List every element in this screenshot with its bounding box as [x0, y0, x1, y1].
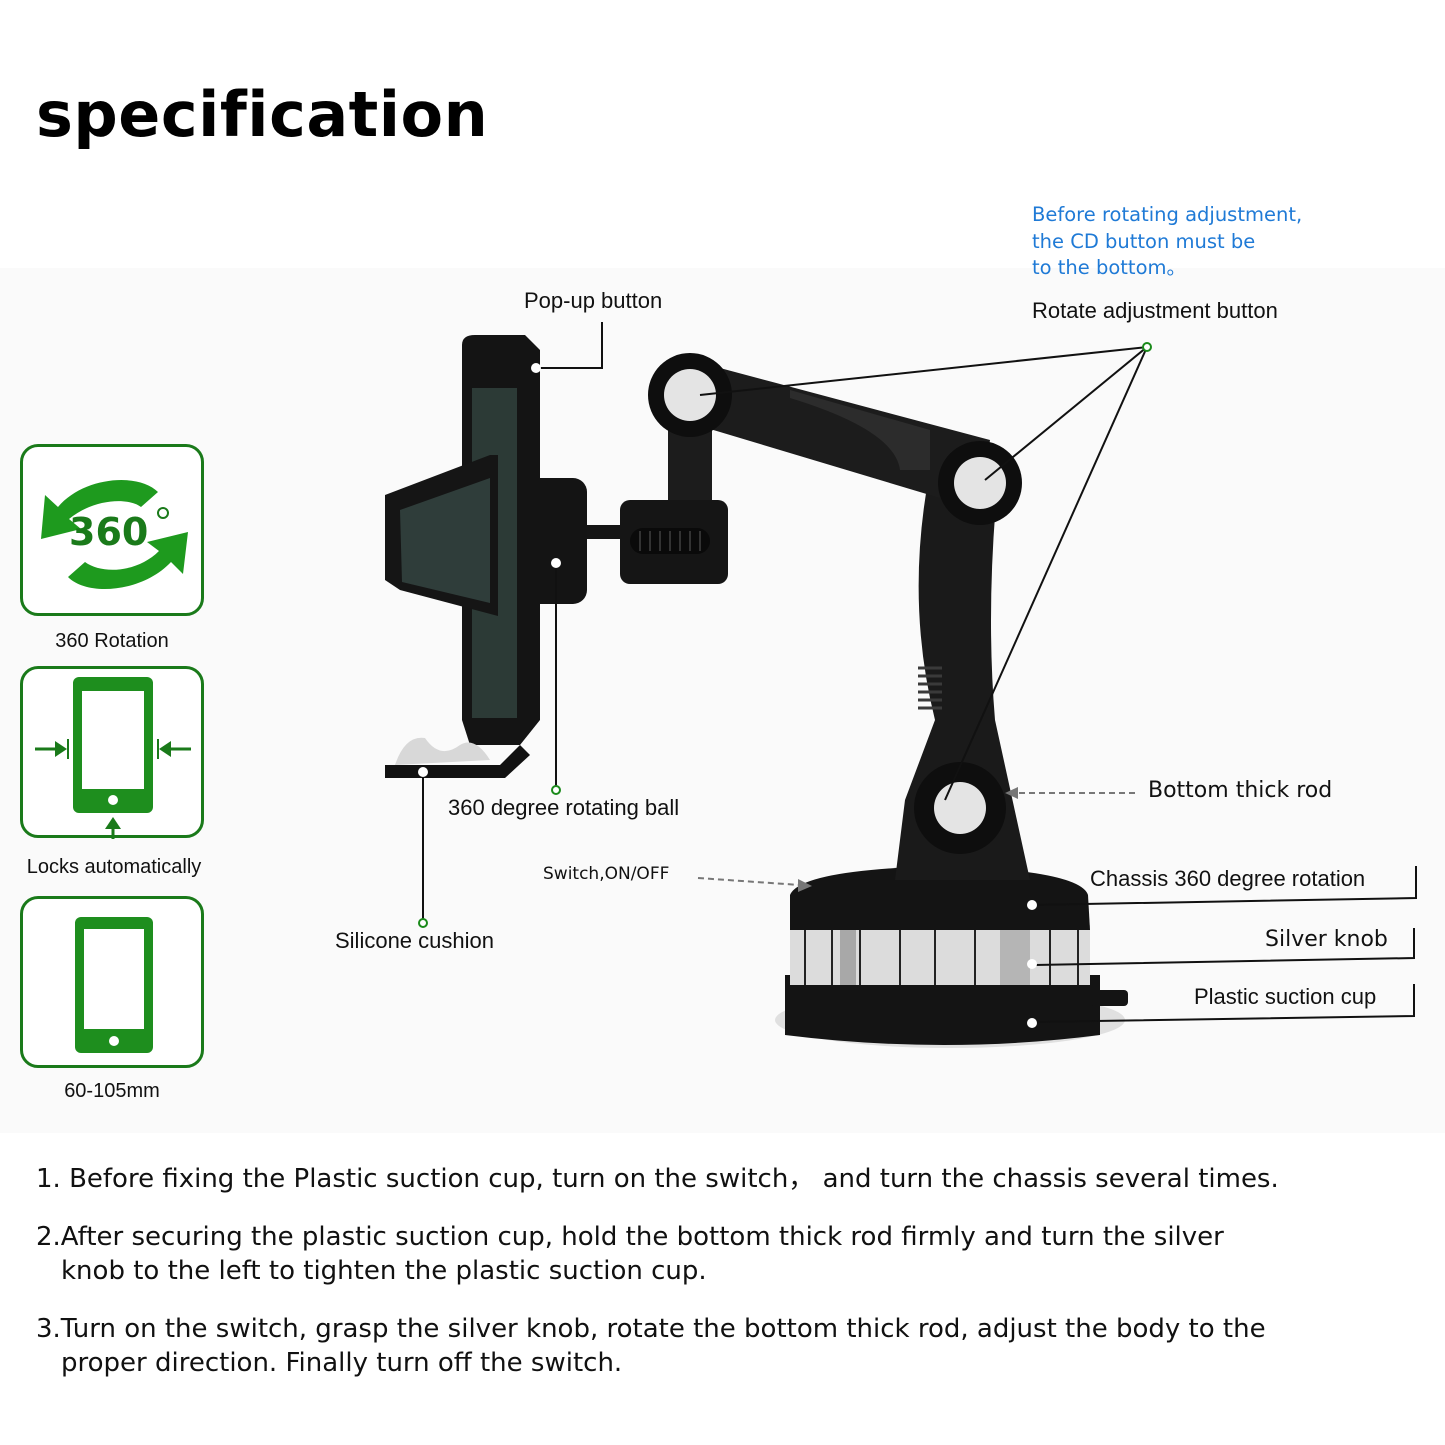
- phone-width-icon: [75, 917, 153, 1053]
- feature-width-range: [20, 896, 204, 1068]
- instruction-3-line1: 3.Turn on the switch, grasp the silver k…: [36, 1314, 1266, 1344]
- page-title: specification: [36, 78, 489, 151]
- feature-caption-width: 60-105mm: [64, 1080, 160, 1102]
- instruction-2-line2: knob to the left to tighten the plastic …: [61, 1256, 707, 1286]
- callout-rotate-adjustment-button: Rotate adjustment button: [1032, 298, 1278, 323]
- instruction-2-line1: 2.After securing the plastic suction cup…: [36, 1222, 1224, 1252]
- feature-locks-automatically: [20, 666, 204, 839]
- phone-auto-lock-icon: [35, 677, 191, 839]
- feature-caption-locks: Locks automatically: [26, 856, 202, 878]
- callout-chassis-rotation: Chassis 360 degree rotation: [1090, 866, 1366, 891]
- callout-bottom-thick-rod: Bottom thick rod: [1148, 778, 1333, 803]
- instruction-3: 3.Turn on the switch, grasp the silver k…: [36, 1312, 1436, 1380]
- callout-popup-button: Pop-up button: [524, 288, 663, 313]
- instruction-1-text: 1. Before fixing the Plastic suction cup…: [36, 1164, 1279, 1194]
- callout-silver-knob: Silver knob: [1265, 927, 1388, 952]
- rotate-360-icon: 360: [41, 480, 188, 589]
- callout-plastic-suction-cup: Plastic suction cup: [1194, 984, 1377, 1009]
- callout-switch: Switch,ON/OFF: [543, 864, 670, 884]
- instruction-1: 1. Before fixing the Plastic suction cup…: [36, 1162, 1436, 1196]
- instructions-list: 1. Before fixing the Plastic suction cup…: [36, 1162, 1436, 1404]
- feature-caption-360: 360 Rotation: [55, 630, 169, 652]
- feature-360-rotation: 360: [20, 444, 204, 616]
- svg-text:360: 360: [69, 510, 148, 554]
- callout-rotating-ball: 360 degree rotating ball: [448, 795, 680, 820]
- rotate-warning-note: Before rotating adjustment, the CD butto…: [1032, 203, 1303, 279]
- callout-silicone-cushion: Silicone cushion: [335, 928, 494, 953]
- instruction-3-line2: proper direction. Finally turn off the s…: [61, 1348, 623, 1378]
- instruction-2: 2.After securing the plastic suction cup…: [36, 1220, 1436, 1288]
